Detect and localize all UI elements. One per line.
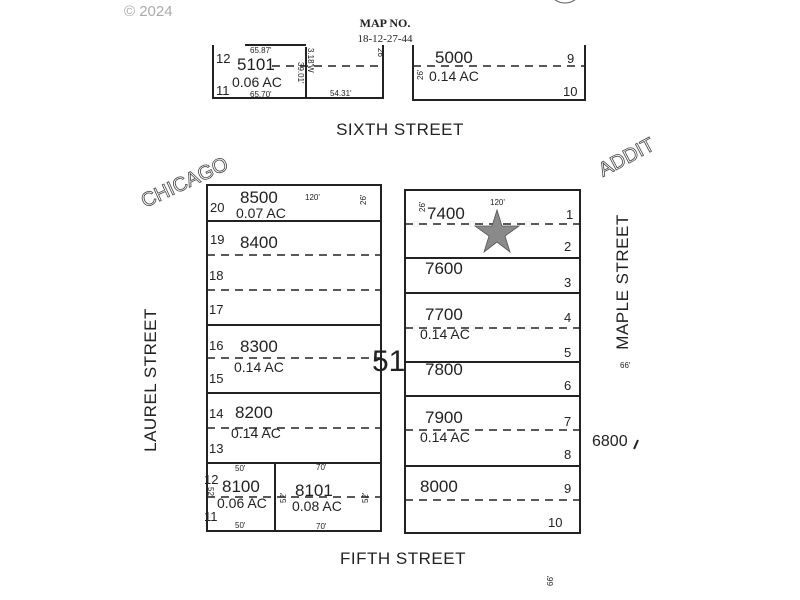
parcel-id: 8300 — [240, 337, 278, 356]
parcel-id: 8000 — [420, 477, 458, 496]
parcel-id: 8500 — [240, 188, 278, 207]
map-label: 7 — [564, 414, 571, 429]
map-label: 65.70' — [250, 90, 272, 99]
map-label: 0.08 AC — [292, 498, 342, 514]
parcel-id: 7800 — [425, 360, 463, 379]
tax-lot-6800: 6800 — [592, 433, 628, 450]
map-label: 50' — [235, 464, 246, 473]
leader-line — [633, 439, 639, 450]
street-laurel: LAUREL STREET — [141, 308, 160, 452]
map-label: 14 — [209, 406, 223, 421]
map-label: 0.14 AC — [234, 359, 284, 375]
map-number: 18-12-27-44 — [358, 33, 413, 45]
map-label: 13 — [209, 441, 223, 456]
block-number: 51 — [372, 345, 405, 378]
street-fifth: FIFTH STREET — [340, 549, 466, 568]
map-label: 0.14 AC — [231, 425, 281, 441]
map-label: 54.31' — [330, 89, 352, 98]
map-label: 16 — [209, 338, 223, 353]
parcel-id: 8100 — [222, 477, 260, 496]
parcel-id: 5101 — [237, 55, 275, 74]
parcel-id: 8200 — [235, 403, 273, 422]
map-label: 3.18'W — [306, 48, 315, 73]
map-label: 120' — [490, 198, 505, 207]
map-label: 70' — [316, 522, 327, 531]
copyright: © 2024 — [124, 3, 173, 20]
block-right: 7400 120' 26' 1 2 7600 3 7700 0.14 AC 4 … — [404, 189, 581, 534]
parcel-5101: 12 11 5101 0.06 AC 65.87' 65.70' 39.01' … — [212, 44, 385, 99]
map-label: 8 — [564, 447, 571, 462]
map-label: 26' — [359, 194, 368, 205]
map-label: 17 — [209, 302, 223, 317]
map-label: 0.14 AC — [429, 68, 479, 84]
map-label: 39.01' — [296, 62, 305, 84]
map-label: 65.87' — [250, 46, 272, 55]
map-label: 10 — [548, 515, 562, 530]
map-title: MAP NO. — [360, 16, 411, 30]
map-label: 50' — [235, 521, 246, 530]
street-width-label: 66' — [620, 361, 631, 370]
map-label: 52' — [206, 487, 215, 498]
map-label: 0.06 AC — [232, 74, 282, 90]
map-label: 0.06 AC — [217, 495, 267, 511]
star-icon — [473, 208, 521, 254]
map-label: 15 — [209, 371, 223, 386]
map-label: 3 — [564, 275, 571, 290]
parcel-id: 8101 — [295, 481, 333, 500]
map-label: 0.07 AC — [236, 205, 286, 221]
map-label: 20 — [210, 200, 224, 215]
map-label: 120' — [305, 193, 320, 202]
parcel-id: 7400 — [427, 204, 465, 223]
parcel-id: 7900 — [425, 408, 463, 427]
street-width-label: 66' — [546, 575, 555, 586]
map-label: 19 — [210, 232, 224, 247]
map-label: 0.14 AC — [420, 429, 470, 445]
map-label: 0.14 AC — [420, 326, 470, 342]
map-label: 11 — [216, 83, 230, 98]
parcel-5000: 5000 0.14 AC 26' 9 10 — [412, 45, 586, 101]
map-label: 12 — [204, 472, 218, 487]
map-label: 2 — [564, 239, 571, 254]
map-label: 11 — [204, 509, 218, 524]
map-label: 26' — [416, 69, 425, 80]
map-label: 9 — [567, 51, 574, 66]
map-label: 1 — [566, 207, 573, 222]
parcel-id: 5000 — [435, 48, 473, 67]
parcel-id: 8400 — [240, 233, 278, 252]
map-label: 26' — [418, 201, 427, 212]
map-label: 52' — [279, 492, 288, 503]
map-label: 6 — [564, 378, 571, 393]
map-label: 9 — [564, 481, 571, 496]
block-left: 20 8500 0.07 AC 120' 26' 19 8400 18 17 1… — [204, 184, 382, 532]
map-label: 70' — [316, 463, 327, 472]
map-label: 18 — [209, 268, 223, 283]
parcel-id: 7700 — [425, 305, 463, 324]
map-label: 5 — [564, 345, 571, 360]
map-label: 52' — [361, 492, 370, 503]
parcel-id: 7600 — [425, 259, 463, 278]
map-label: 12 — [216, 51, 230, 66]
map-label: 26' — [376, 48, 385, 59]
map-label: 4 — [564, 310, 571, 325]
addition-addit: ADDIT — [595, 134, 658, 182]
map-label: 10 — [563, 84, 577, 99]
street-sixth: SIXTH STREET — [336, 120, 464, 139]
north-arrow-circle — [554, 0, 576, 4]
street-maple: MAPLE STREET — [613, 214, 632, 349]
